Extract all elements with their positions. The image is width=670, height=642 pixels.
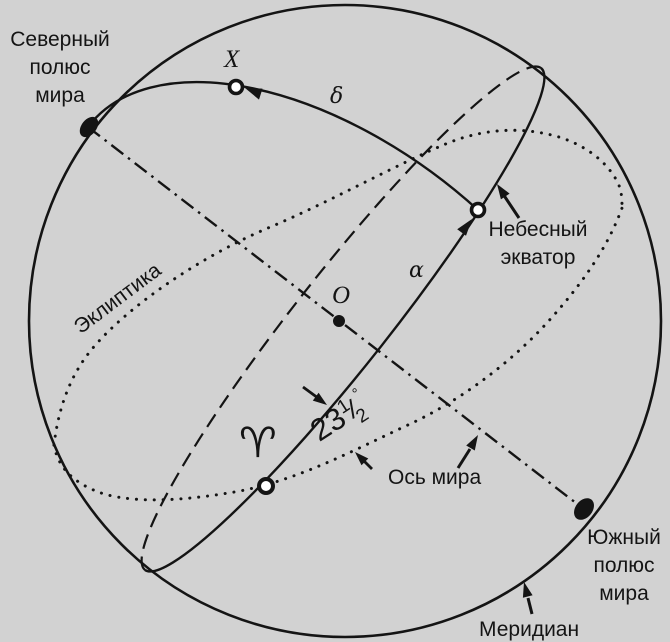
- obliquity-upper-tick-arrow-shaft: [302, 385, 319, 400]
- south-pole-dot: [574, 498, 594, 520]
- celestial-equator-label: Небесный экватор: [488, 218, 588, 269]
- star-x-label: X: [224, 46, 240, 73]
- world-axis-label: Ось мира: [388, 466, 482, 489]
- north-pole-label: Северный полюс мира: [10, 28, 110, 107]
- sphere-center-dot: [333, 315, 345, 327]
- declination-direction-arrowhead-icon: [245, 88, 263, 100]
- declination-delta-label: δ: [330, 84, 344, 109]
- meridian-label: Меридиан: [479, 618, 580, 641]
- right-ascension-direction-arrowhead-icon: [457, 219, 472, 236]
- south-pole-label: Южный полюс мира: [587, 526, 661, 605]
- axis-pointer-arrowhead-icon: [466, 435, 478, 451]
- celestial-equator-back-arc: [140, 65, 542, 571]
- equator-pointer-arrowhead-icon: [497, 184, 510, 200]
- star-x-marker: [227, 78, 245, 96]
- vernal-equinox-marker: [257, 477, 275, 495]
- equator-pointer-arrow-shaft: [501, 193, 521, 219]
- meridian-circle: [27, 3, 663, 639]
- celestial-equator-front-arc: [144, 67, 546, 573]
- vernal-equinox-symbol: ♈: [239, 418, 277, 467]
- obliquity-upper-tick-arrowhead-icon: [312, 392, 327, 405]
- meridian-pointer-arrowhead-icon: [522, 582, 533, 598]
- right-ascension-alpha-label: α: [409, 258, 424, 283]
- center-o-label: O: [332, 282, 351, 309]
- world-axis-line: [87, 126, 586, 511]
- declination-circle-arc: [87, 80, 479, 211]
- equator-crossing-marker: [469, 201, 487, 219]
- meridian-pointer-arrow-shaft: [526, 597, 534, 615]
- obliquity-lower-tick-arrowhead-icon: [355, 452, 369, 466]
- north-pole-dot: [79, 116, 99, 138]
- axis-pointer-arrow-shaft: [456, 448, 472, 469]
